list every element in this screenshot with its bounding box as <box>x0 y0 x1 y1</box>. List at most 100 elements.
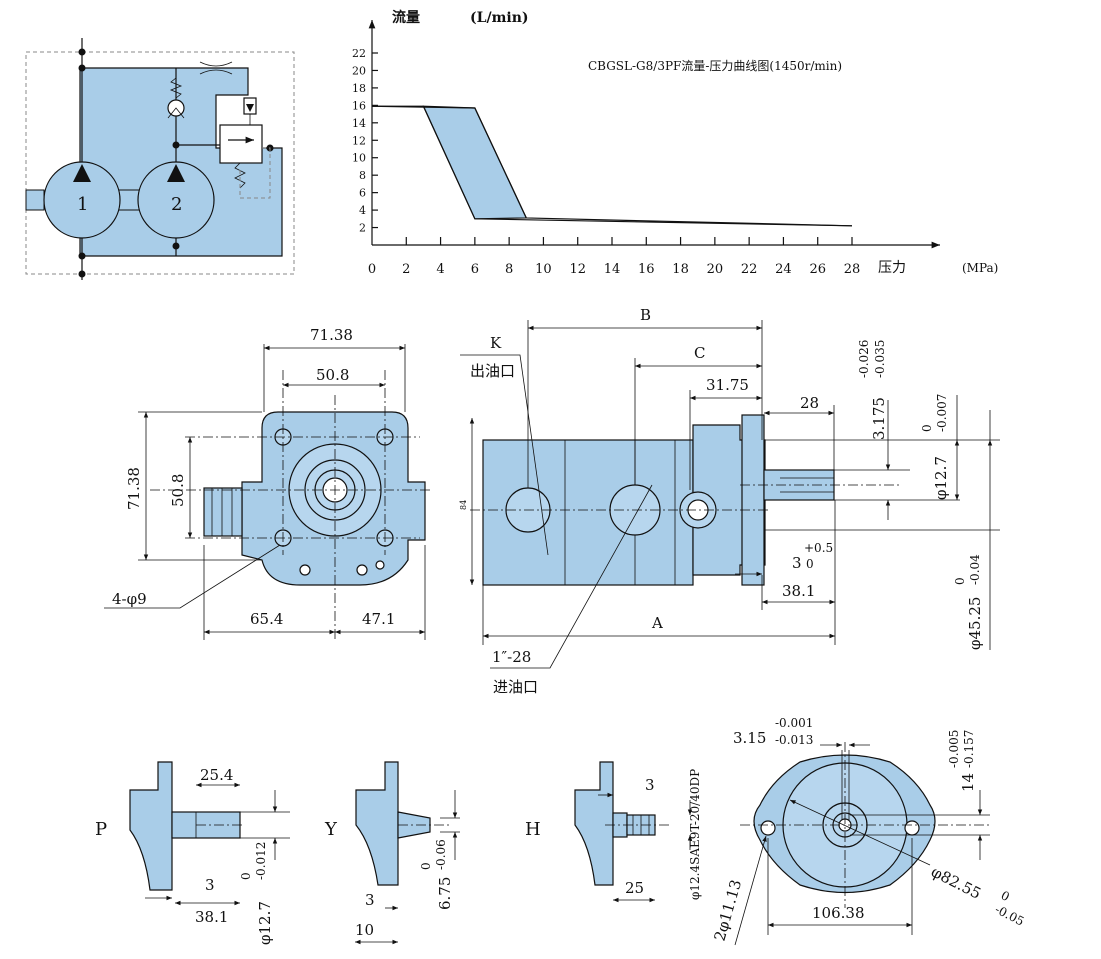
y-tick-label: 2 <box>359 222 366 235</box>
dim-A: A <box>651 614 663 632</box>
y-tick-label: 12 <box>352 134 366 147</box>
flange-dim-key-tol-lo: -0.013 <box>775 733 813 747</box>
inlet-label: 进油口 <box>493 678 538 696</box>
shaft-H-dim-25: 25 <box>625 879 644 897</box>
holes-label: 4-φ9 <box>112 590 147 608</box>
dim-65-4: 65.4 <box>250 610 283 628</box>
x-tick-label: 18 <box>672 262 689 277</box>
flow-pressure-chart: 流量 (L/min) CBGSL-G8/3PF流量-压力曲线图(1450r/mi… <box>352 9 998 277</box>
flange-dim-14-tol-up: -0.005 <box>947 730 961 768</box>
dim-3-tol-lo: 0 <box>806 557 814 571</box>
dim-50-8-top: 50.8 <box>316 366 349 384</box>
x-tick-label: 26 <box>809 262 826 277</box>
y-tick-label: 16 <box>352 99 366 112</box>
dim-pilot-tol-lo: -0.04 <box>968 554 982 585</box>
thread-label: 1″-28 <box>492 648 531 666</box>
x-tick-label: 10 <box>535 262 552 277</box>
shaft-H-spline: φ12.4SAE9T-20/40DP <box>688 769 702 900</box>
chart-title: CBGSL-G8/3PF流量-压力曲线图(1450r/min) <box>588 59 842 73</box>
x-tick-label: 16 <box>638 262 655 277</box>
x-tick-label: 28 <box>844 262 861 277</box>
shaft-P-dia-tol-lo: -0.012 <box>254 842 268 880</box>
x-axis-unit: (MPa) <box>962 261 998 275</box>
x-axis-label: 压力 <box>878 260 906 276</box>
x-tick-label: 20 <box>707 262 724 277</box>
curve-layer <box>371 105 853 227</box>
shaft-Y-dim-10: 10 <box>355 921 374 939</box>
pump-2-label: 2 <box>171 194 182 215</box>
label-Y: Y <box>324 819 338 840</box>
y-tick-label: 8 <box>359 169 366 182</box>
dim-84: 84 <box>459 500 468 510</box>
y-tick-label: 20 <box>352 64 366 77</box>
dim-50-8-left: 50.8 <box>169 474 187 507</box>
side-view: A B C 31.75 28 38.1 3 +0.5 0 84 K 出油口 1″… <box>459 306 1000 696</box>
y-axis-label: 流量 <box>392 9 420 26</box>
dim-B: B <box>640 306 651 324</box>
shaft-H-dim-3: 3 <box>645 776 655 794</box>
dim-key-width-tol-lo: -0.035 <box>873 340 887 378</box>
flange-dim-holes: 2φ11.13 <box>711 878 746 944</box>
x-tick-label: 14 <box>604 262 621 277</box>
dim-shaft: φ12.7 <box>932 456 950 500</box>
x-tick-label: 4 <box>436 262 444 277</box>
label-P: P <box>95 819 107 840</box>
shaft-Y-flat-tol-lo: -0.06 <box>434 839 448 870</box>
upper-envelope-line <box>371 105 853 227</box>
flange-dim-82-55-tol-up: 0 <box>999 888 1012 904</box>
shaft-P: P 25.4 38.1 3 φ12.7 0 -0.012 <box>95 761 290 945</box>
flange-dim-key-tol-up: -0.001 <box>775 716 813 730</box>
shaft-Y-dim-3: 3 <box>365 891 375 909</box>
x-tick-label: 2 <box>402 262 410 277</box>
connector <box>203 487 243 537</box>
shaft-P-dia-tol-up: 0 <box>239 872 253 880</box>
x-tick-label: 0 <box>368 262 376 277</box>
y-tick-label: 6 <box>359 187 366 200</box>
shaft-P-dim-dia: φ12.7 <box>256 901 274 945</box>
dim-shaft-tol-lo: -0.007 <box>935 394 949 432</box>
pump-1-label: 1 <box>77 194 88 215</box>
dim-31-75: 31.75 <box>706 376 749 394</box>
flow-band <box>422 105 528 220</box>
dim-71-38-top: 71.38 <box>310 326 353 344</box>
flange-dim-106-38: 106.38 <box>812 904 865 922</box>
dim-3-tol: +0.5 <box>804 541 833 555</box>
flange-dim-14: 14 <box>959 773 977 792</box>
dim-shaft-tol-up: 0 <box>920 424 934 432</box>
outlet-label: 出油口 <box>470 362 515 380</box>
flange-dim-82-55: φ82.55 <box>928 863 984 903</box>
relief-valve <box>219 124 263 164</box>
dim-28: 28 <box>800 394 819 412</box>
shaft-Y-dim-flat: 6.75 <box>436 877 454 910</box>
y-tick-label: 18 <box>352 82 366 95</box>
shaft-P-dim-3: 3 <box>205 876 215 894</box>
dim-pilot-tol-up: 0 <box>953 577 967 585</box>
x-tick-label: 6 <box>471 262 479 277</box>
shaft-P-dim-25-4: 25.4 <box>200 766 233 784</box>
flange-dim-key: 3.15 <box>733 729 766 747</box>
flange-dim-14-tol-lo: -0.157 <box>962 730 976 768</box>
flange-view: 3.15 -0.001 -0.013 14 -0.005 -0.157 φ82.… <box>711 716 1027 946</box>
y-tick-label: 4 <box>359 204 366 217</box>
dim-38-1: 38.1 <box>782 582 815 600</box>
shaft-Y-flat-tol-up: 0 <box>419 862 433 870</box>
x-tick-label: 12 <box>569 262 586 277</box>
dim-C: C <box>694 344 705 362</box>
dim-71-38-left: 71.38 <box>125 467 143 510</box>
y-tick-label: 14 <box>352 117 366 130</box>
dim-47-1: 47.1 <box>362 610 395 628</box>
shaft-H: H 3 25 φ12.4SAE9T-20/40DP <box>525 761 702 903</box>
dim-pilot: φ45.25 <box>966 597 984 650</box>
label-K: K <box>490 334 502 352</box>
y-tick-label: 22 <box>352 47 366 60</box>
label-H: H <box>525 819 541 840</box>
x-tick-label: 22 <box>741 262 758 277</box>
shaft-Y: Y 6.75 0 -0.06 3 10 <box>324 761 460 945</box>
dim-key-width-tol-up: -0.026 <box>857 340 871 378</box>
flange-dim-82-55-tol-lo: -0.05 <box>993 902 1027 928</box>
hydraulic-circuit: 1 2 <box>25 38 295 280</box>
x-tick-label: 8 <box>505 262 513 277</box>
